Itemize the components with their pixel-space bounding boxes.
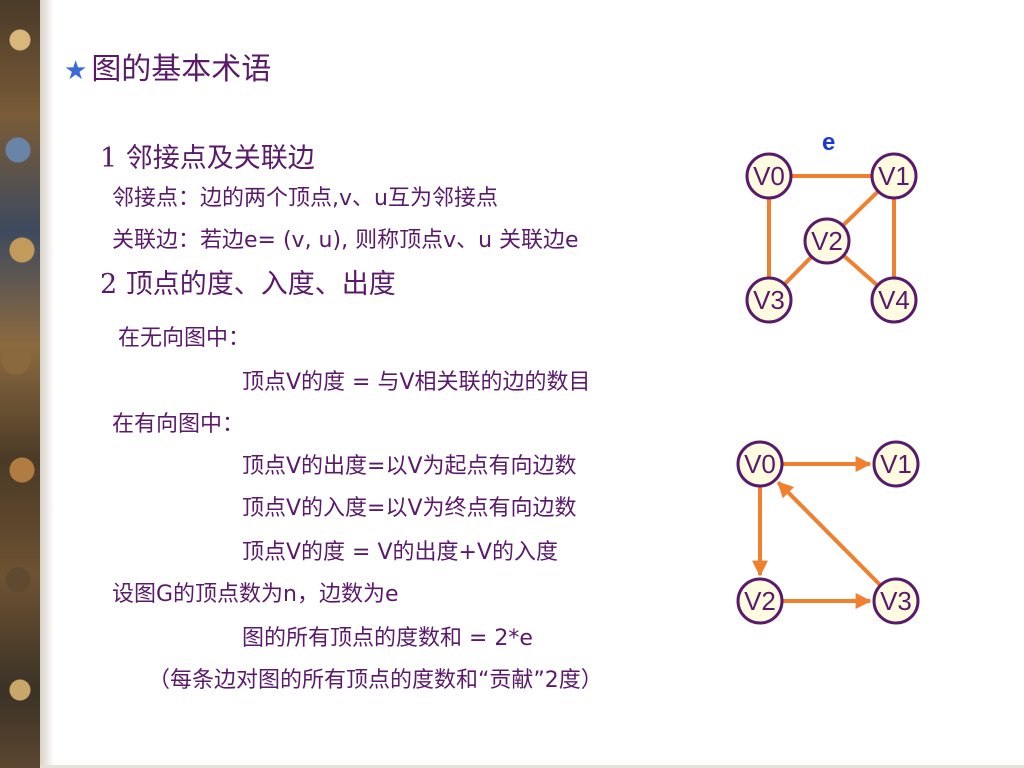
ug-edge-v2-v4 [842, 254, 879, 287]
side-strip-fade [40, 0, 54, 768]
dg-edge-v3-v0 [776, 481, 882, 587]
ug-edge-v2-v3 [782, 255, 814, 286]
dg-node-label: V2 [744, 586, 776, 616]
ug-node-circle [745, 152, 793, 200]
dg-node-v2: V2 [736, 577, 784, 625]
ug-node-circle [870, 276, 918, 324]
ug-node-label: V2 [811, 226, 843, 256]
total-degree-def: 顶点V的度 = V的出度+V的入度 [242, 540, 559, 565]
ug-node-v2: V2 [803, 217, 851, 265]
dg-node-v1: V1 [872, 440, 920, 488]
dg-node-circle [872, 440, 920, 488]
degree-sum-note: （每条边对图的所有顶点的度数和“贡献”2度） [148, 668, 603, 693]
slide-title-text: 图的基本术语 [91, 52, 272, 87]
ug-node-v0: V0 [745, 152, 793, 200]
ug-node-label: V3 [753, 285, 785, 315]
adjacent-vertex-def: 邻接点：边的两个顶点,v、u互为邻接点 [112, 186, 498, 211]
ug-node-label: V0 [753, 161, 785, 191]
directed-intro: 在有向图中： [112, 412, 245, 437]
degree-sum-formula: 图的所有顶点的度数和 = 2*e [242, 626, 533, 651]
ug-node-circle [745, 276, 793, 324]
undirected-intro: 在无向图中： [118, 326, 251, 351]
ug-node-label: V4 [878, 285, 910, 315]
decorative-side-strip [0, 0, 40, 768]
slide-title: ★图的基本术语 [64, 44, 271, 88]
out-degree-def: 顶点V的出度=以V为起点有向边数 [242, 454, 577, 479]
dg-node-label: V1 [880, 449, 912, 479]
ug-node-v1: V1 [870, 152, 918, 200]
in-degree-def: 顶点V的入度=以V为终点有向边数 [242, 496, 577, 521]
star-icon: ★ [64, 56, 88, 86]
undirected-degree-def: 顶点V的度 = 与V相关联的边的数目 [242, 370, 591, 395]
edge-label-e: e [822, 129, 835, 156]
incident-edge-def: 关联边：若边e= (v, u), 则称顶点v、u 关联边e [112, 228, 579, 253]
dg-node-v3: V3 [872, 577, 920, 625]
dg-node-circle [872, 577, 920, 625]
ug-node-v3: V3 [745, 276, 793, 324]
ug-node-label: V1 [878, 161, 910, 191]
section1-heading: 1 邻接点及关联边 [100, 143, 315, 174]
ug-node-circle [803, 217, 851, 265]
bottom-rule [40, 765, 1024, 768]
ug-edge-v2-v1 [841, 189, 880, 228]
ug-node-v4: V4 [870, 276, 918, 324]
dg-node-circle [736, 577, 784, 625]
section2-heading: 2 顶点的度、入度、出度 [100, 269, 396, 300]
graph-intro: 设图G的顶点数为n，边数为e [112, 582, 399, 607]
dg-node-label: V0 [744, 449, 776, 479]
dg-node-circle [736, 440, 784, 488]
ug-node-circle [870, 152, 918, 200]
dg-node-v0: V0 [736, 440, 784, 488]
dg-node-label: V3 [880, 586, 912, 616]
